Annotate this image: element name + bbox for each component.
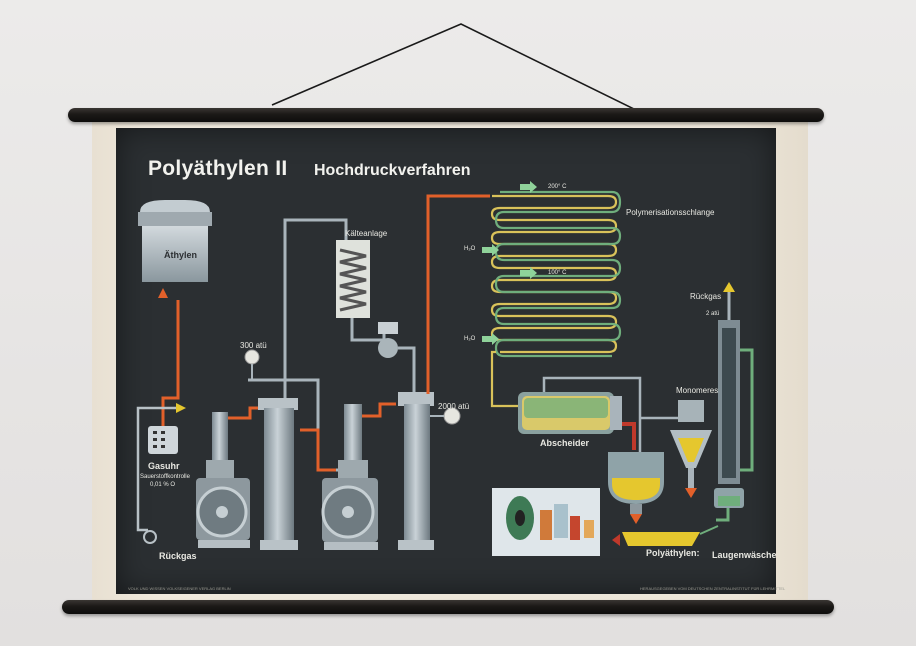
footer-left: VOLK UND WISSEN VOLKSEIGENER VERLAG BERL…: [128, 586, 231, 591]
lye-wash-column: [714, 320, 744, 508]
footer-right: HERAUSGEGEBEN VOM DEUTSCHEN ZENTRALINSTI…: [640, 586, 786, 591]
compressor-2: [321, 404, 378, 550]
label-temp-200: 200° C: [548, 184, 567, 190]
water-arrows: [482, 181, 537, 345]
label-gas-meter: Gasuhr: [148, 461, 180, 471]
separator-top-pipe: [542, 376, 642, 452]
label-polyethylene: Polyäthylen:: [646, 548, 700, 558]
return-gas-valve: [143, 530, 157, 544]
label-return-gas-right: Rückgas: [690, 292, 722, 301]
arrow-left-icon: [612, 534, 620, 546]
pipe-cooling-out: [350, 318, 386, 342]
polymerisation-coil: [490, 190, 622, 358]
label-pressure-2000: 2000 atü: [438, 402, 470, 411]
label-cooling: Kälteanlage: [345, 229, 388, 238]
separator: [518, 392, 622, 434]
lye-wash-base: [716, 508, 730, 522]
label-water-2: H₂O: [464, 336, 476, 342]
hot-pipe-2: [300, 428, 336, 472]
label-monomers: Monomeres: [676, 386, 719, 395]
column-1: [258, 398, 298, 550]
label-water-1: H₂O: [464, 246, 476, 252]
arrow-up-icon-2: [723, 282, 735, 292]
label-ethylene: Äthylen: [164, 250, 198, 260]
label-separator: Abscheider: [540, 438, 590, 448]
pipe-coil-outlet: [490, 350, 520, 408]
chart-title: Polyäthylen II: [148, 157, 288, 180]
hot-pipe-3: [362, 402, 396, 418]
feed-pipe: [161, 300, 180, 440]
cooling-plant: [336, 240, 370, 318]
label-pressure-300: 300 atü: [240, 341, 267, 350]
pipe-to-cooling: [283, 218, 348, 398]
arrow-right-icon: [176, 403, 186, 413]
bottom-rod: [62, 600, 834, 614]
hot-pipe-main: [426, 194, 490, 394]
label-return-gas-left: Rückgas: [159, 551, 197, 561]
label-oxygen-value: 0,01 % O: [150, 482, 176, 488]
receiver-vessel: [608, 452, 664, 514]
monomer-funnel: [670, 400, 712, 488]
pressure-gauge-300: [244, 349, 260, 365]
supply-pipe: [136, 406, 178, 532]
separator-hot-out: [622, 422, 636, 450]
label-polymerisation-coil: Polymerisationsschlange: [626, 208, 715, 217]
product-tray: [622, 532, 700, 546]
products-illustration: [492, 488, 600, 556]
arrow-down-icon: [630, 514, 642, 524]
compressor-1: [196, 412, 250, 548]
label-pressure-2: 2 atü: [706, 311, 720, 317]
column-2: [398, 392, 434, 550]
arrow-up-icon: [158, 288, 168, 298]
label-lye-wash: Laugenwäsche: [712, 550, 777, 560]
chart-subtitle: Hochdruckverfahren: [314, 162, 471, 179]
label-temp-100: 100° C: [548, 270, 567, 276]
ethylene-tank: [138, 200, 212, 282]
pump: [378, 322, 398, 358]
top-rod: [68, 108, 824, 122]
label-oxygen-control: Sauerstoffkontrolle: [140, 474, 190, 480]
arrow-down-icon-2: [685, 488, 697, 498]
pipe-pump-down: [398, 346, 416, 396]
lye-wash-loop: [740, 348, 754, 472]
